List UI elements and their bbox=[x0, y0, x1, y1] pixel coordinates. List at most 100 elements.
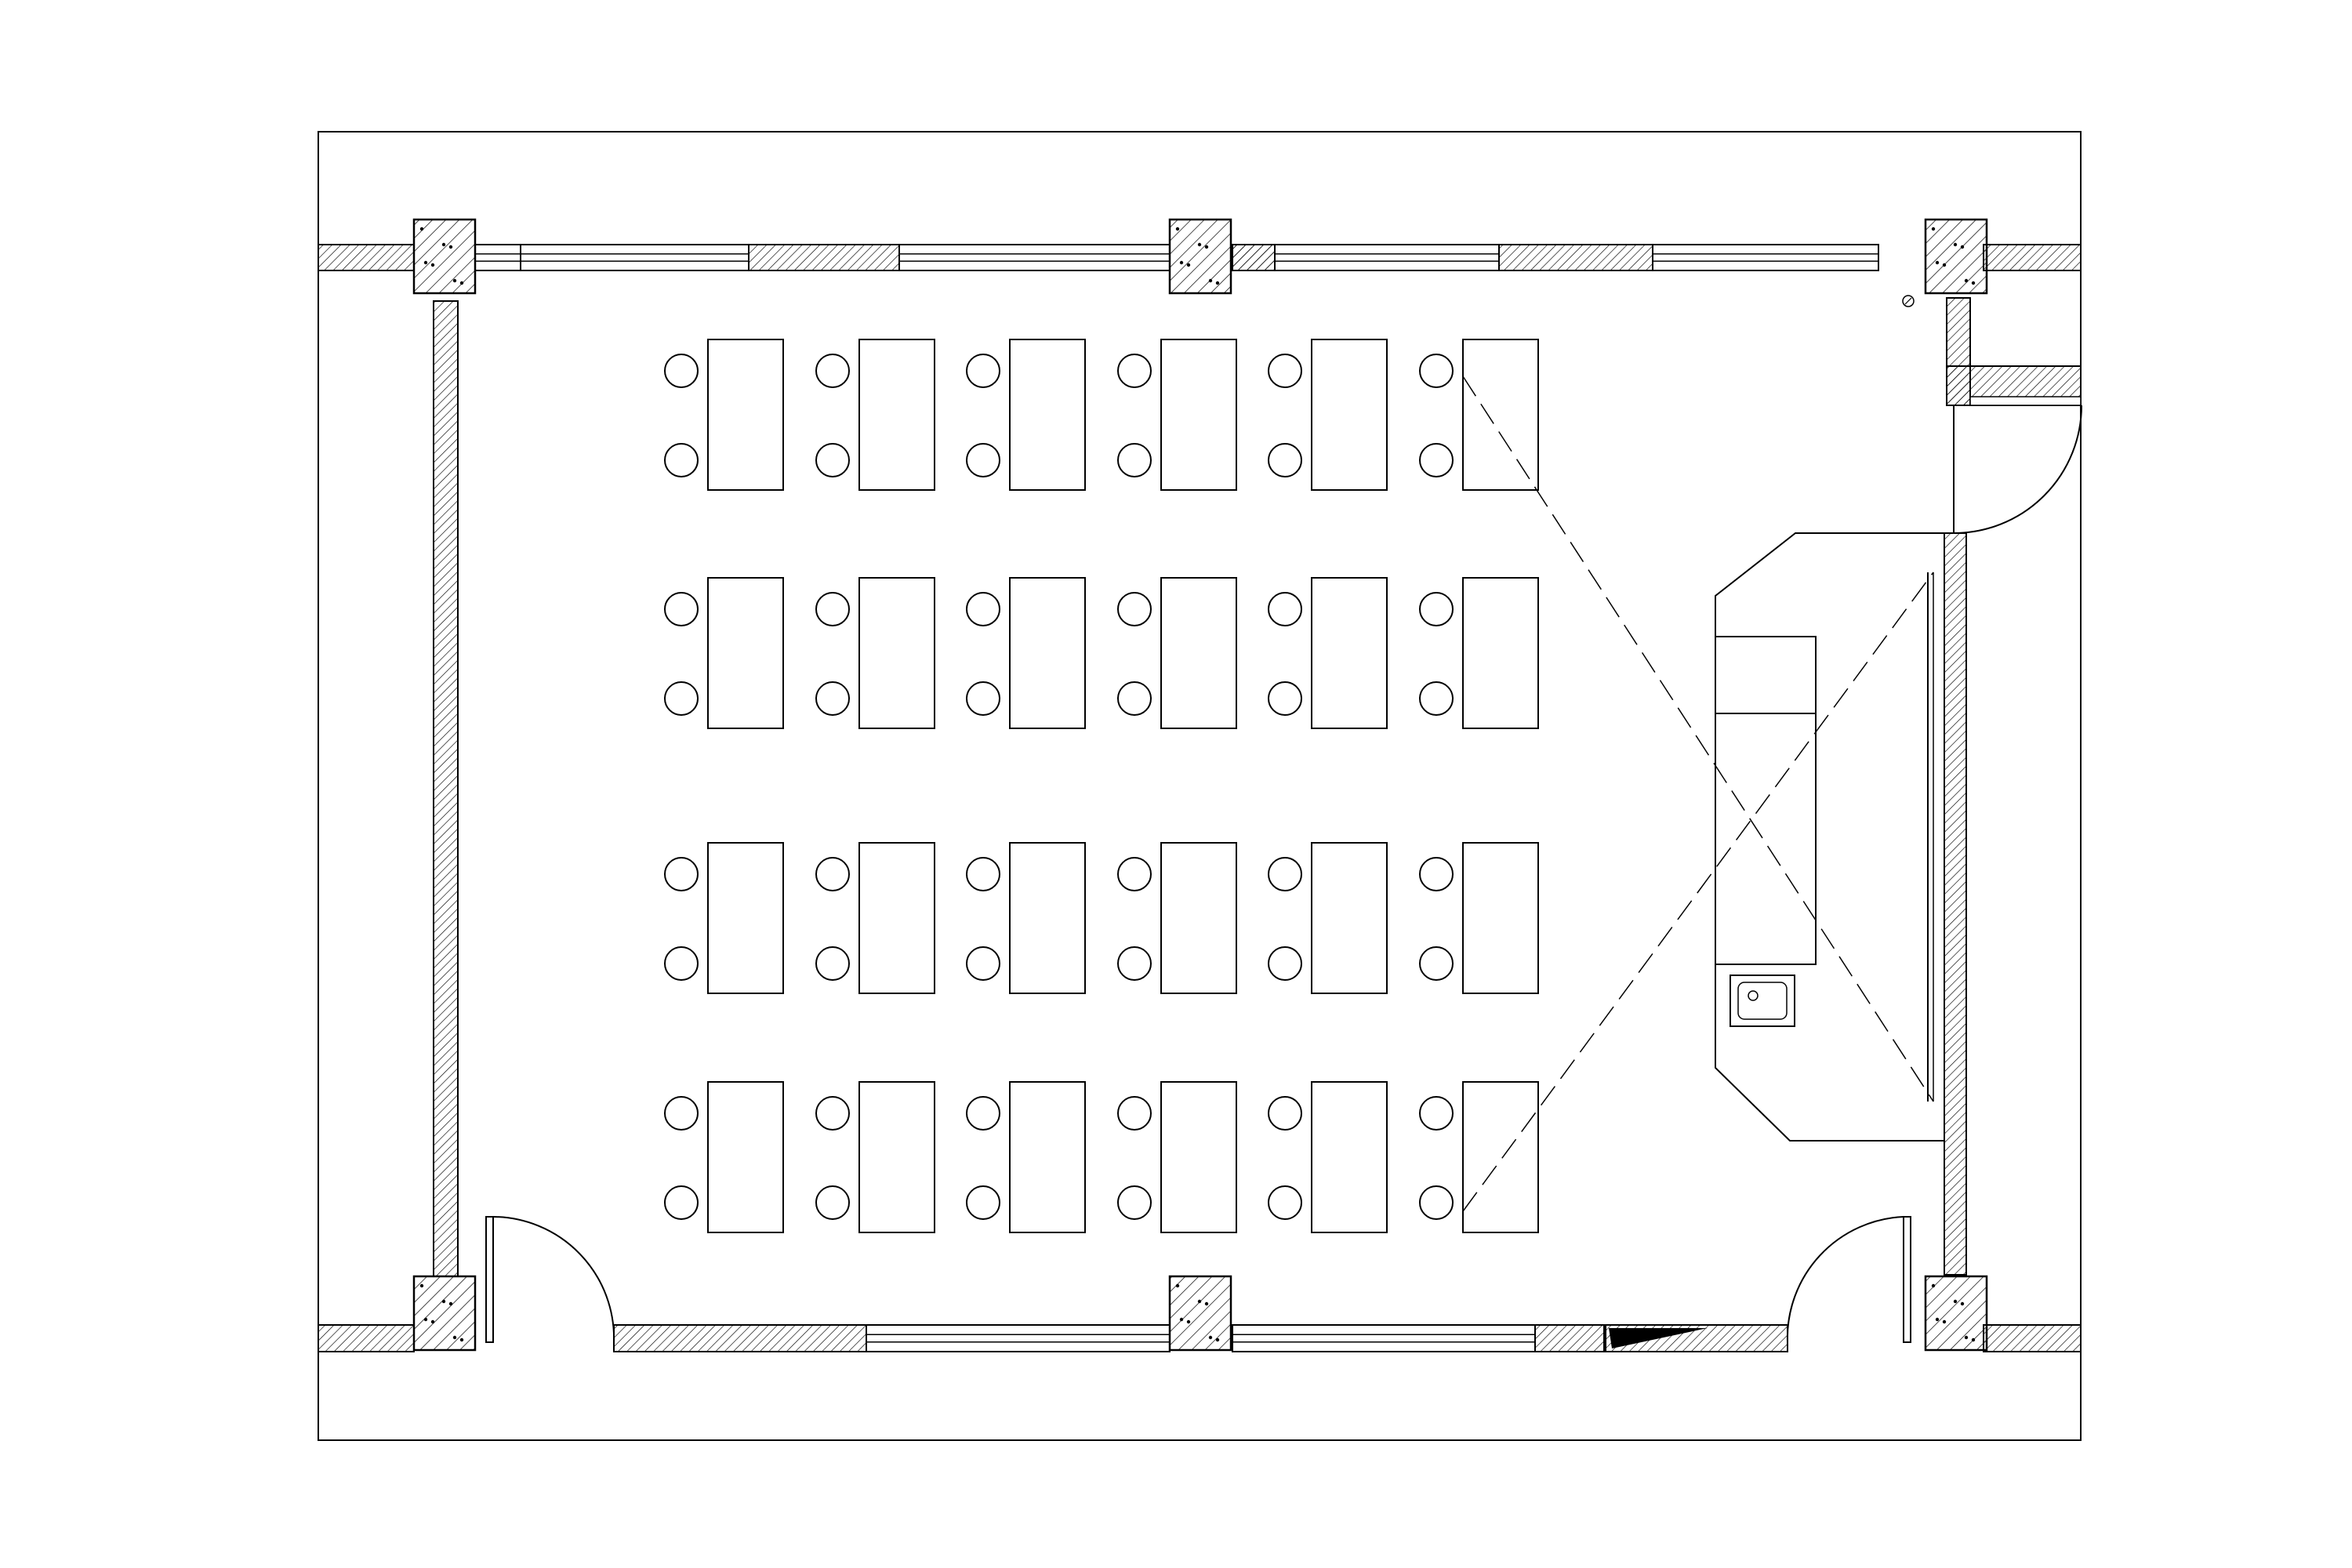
chair bbox=[1419, 857, 1454, 891]
door-leaf bbox=[485, 1216, 494, 1343]
column-aggregate-dot bbox=[1971, 1338, 1976, 1342]
chair bbox=[1419, 354, 1454, 388]
door-south-west bbox=[485, 1216, 615, 1343]
desk bbox=[1009, 1081, 1086, 1233]
wall-west bbox=[433, 300, 459, 1277]
desk bbox=[707, 577, 784, 729]
desk-unit bbox=[1117, 339, 1237, 491]
desk bbox=[707, 339, 784, 491]
column bbox=[1924, 1275, 1988, 1352]
chair bbox=[1268, 857, 1302, 891]
chair bbox=[1268, 1096, 1302, 1131]
window-frame bbox=[898, 244, 1171, 271]
desk bbox=[1311, 1081, 1388, 1233]
column-aggregate-dot bbox=[1197, 1299, 1202, 1304]
wall-south bbox=[1983, 1324, 2082, 1352]
doors bbox=[485, 405, 2082, 1343]
chair bbox=[1268, 1185, 1302, 1220]
sink-basin bbox=[1737, 982, 1788, 1020]
teacher-podium bbox=[1715, 532, 1945, 1142]
wall-north bbox=[318, 244, 415, 271]
column-aggregate-dot bbox=[1960, 1301, 1965, 1306]
chair bbox=[966, 443, 1000, 477]
door-south-east bbox=[1786, 1216, 1911, 1343]
chair bbox=[664, 857, 699, 891]
column-aggregate-dot bbox=[1186, 263, 1191, 267]
column-aggregate-dot bbox=[1215, 1338, 1220, 1342]
column-aggregate-dot bbox=[448, 245, 453, 249]
chair bbox=[664, 443, 699, 477]
window-frame bbox=[1652, 244, 1879, 271]
projection-sightlines bbox=[1462, 376, 1934, 1212]
desk-unit bbox=[815, 1081, 935, 1233]
column-aggregate-dot bbox=[1175, 1283, 1180, 1288]
column-aggregate-dot bbox=[1935, 1317, 1940, 1322]
desk bbox=[858, 577, 935, 729]
column-aggregate-dot bbox=[441, 1299, 446, 1304]
chair bbox=[1419, 443, 1454, 477]
chair bbox=[1117, 857, 1152, 891]
chair bbox=[1117, 681, 1152, 716]
column-aggregate-dot bbox=[1935, 260, 1940, 265]
chair bbox=[1117, 354, 1152, 388]
chair bbox=[815, 1096, 850, 1131]
column-aggregate-dot bbox=[1175, 227, 1180, 231]
column-aggregate-dot bbox=[1179, 1317, 1184, 1322]
desk-unit bbox=[966, 1081, 1086, 1233]
chair bbox=[815, 946, 850, 981]
chair bbox=[966, 592, 1000, 626]
window bbox=[1652, 244, 1879, 271]
chair bbox=[664, 354, 699, 388]
column-body bbox=[412, 218, 477, 295]
column-aggregate-dot bbox=[1971, 281, 1976, 285]
column-aggregate-dot bbox=[419, 1283, 424, 1288]
desk-unit bbox=[966, 842, 1086, 994]
column-aggregate-dot bbox=[452, 278, 457, 283]
wall-north bbox=[1983, 244, 2082, 271]
drawing-frame bbox=[318, 131, 2082, 1441]
column-aggregate-dot bbox=[1964, 1335, 1969, 1340]
desk-grid bbox=[664, 339, 1539, 1233]
column-aggregate-dot bbox=[1931, 227, 1936, 231]
chair bbox=[966, 354, 1000, 388]
door-swing-arc bbox=[492, 1216, 615, 1343]
wall-north bbox=[748, 244, 900, 271]
desk bbox=[1009, 339, 1086, 491]
column-aggregate-dot bbox=[1208, 278, 1213, 283]
desk bbox=[1009, 577, 1086, 729]
column-aggregate-dot bbox=[441, 242, 446, 247]
desk bbox=[1462, 1081, 1539, 1233]
column-aggregate-dot bbox=[452, 1335, 457, 1340]
column-aggregate-dot bbox=[459, 1338, 464, 1342]
desk-unit bbox=[1419, 339, 1539, 491]
chair bbox=[1268, 443, 1302, 477]
desk-unit bbox=[1268, 577, 1388, 729]
chair bbox=[664, 681, 699, 716]
column bbox=[1924, 218, 1988, 295]
columns bbox=[412, 218, 1988, 1352]
chair bbox=[1268, 592, 1302, 626]
wall-south bbox=[1534, 1324, 1606, 1352]
chair bbox=[815, 354, 850, 388]
column-aggregate-dot bbox=[1215, 281, 1220, 285]
window bbox=[1232, 1324, 1536, 1352]
desk bbox=[1462, 842, 1539, 994]
column-body bbox=[1168, 1275, 1232, 1352]
window bbox=[1274, 244, 1500, 271]
column-aggregate-dot bbox=[419, 227, 424, 231]
column bbox=[412, 218, 477, 295]
door-swing-arc bbox=[1953, 405, 2082, 534]
desk bbox=[1462, 339, 1539, 491]
column bbox=[1168, 1275, 1232, 1352]
wall-north bbox=[1498, 244, 1653, 271]
window-frame bbox=[520, 244, 750, 271]
chair bbox=[1117, 1096, 1152, 1131]
door-north-east bbox=[1953, 405, 2082, 534]
sightline bbox=[1462, 376, 1934, 1102]
column-aggregate-dot bbox=[1204, 1301, 1209, 1306]
window-frame bbox=[1232, 1324, 1536, 1352]
desk-unit bbox=[1117, 1081, 1237, 1233]
desk bbox=[1160, 1081, 1237, 1233]
column-aggregate-dot bbox=[1942, 263, 1947, 267]
